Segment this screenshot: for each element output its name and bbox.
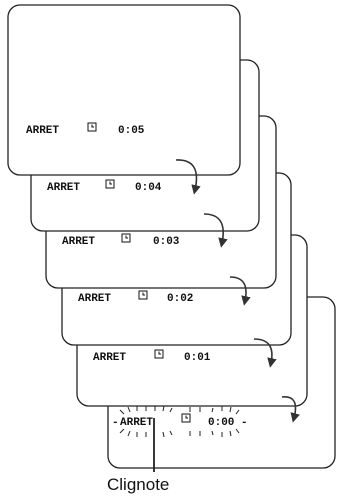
timer-icon: [181, 413, 191, 423]
screen-mode-label-3: ARRET: [62, 236, 95, 248]
curved-arrow-icon: [229, 276, 251, 306]
curved-arrow-icon: [203, 213, 228, 248]
curved-arrow-icon: [281, 396, 300, 423]
screen-time-2: 0:02: [167, 293, 193, 305]
screen-time-1: 0:01: [184, 352, 211, 364]
screen-time-0: 0:00: [208, 417, 234, 429]
screen-time-4: 0:04: [135, 182, 162, 194]
screen-mode-label-5: ARRET: [26, 125, 59, 137]
curved-arrow-icon: [175, 159, 201, 195]
screen-mode-label-1: ARRET: [93, 352, 126, 364]
blink-mark-left: -: [112, 417, 119, 429]
timer-icon: [121, 233, 131, 243]
timer-icon: [87, 122, 97, 132]
timer-icon: [138, 290, 148, 300]
curved-arrow-icon: [253, 338, 277, 368]
screen-card-5: ARRET 0:05: [7, 4, 241, 195]
screen-mode-label-0: ARRET: [120, 417, 153, 429]
blink-mark-right: -: [241, 417, 248, 429]
screen-time-5: 0:05: [118, 125, 145, 137]
screen-mode-label-4: ARRET: [47, 182, 80, 194]
blink-rays: [119, 405, 240, 438]
timer-icon: [105, 179, 115, 189]
screen-time-3: 0:03: [153, 236, 180, 248]
blink-caption: Clignote: [107, 475, 169, 494]
timer-icon: [154, 349, 164, 359]
screen-mode-label-2: ARRET: [78, 293, 111, 305]
